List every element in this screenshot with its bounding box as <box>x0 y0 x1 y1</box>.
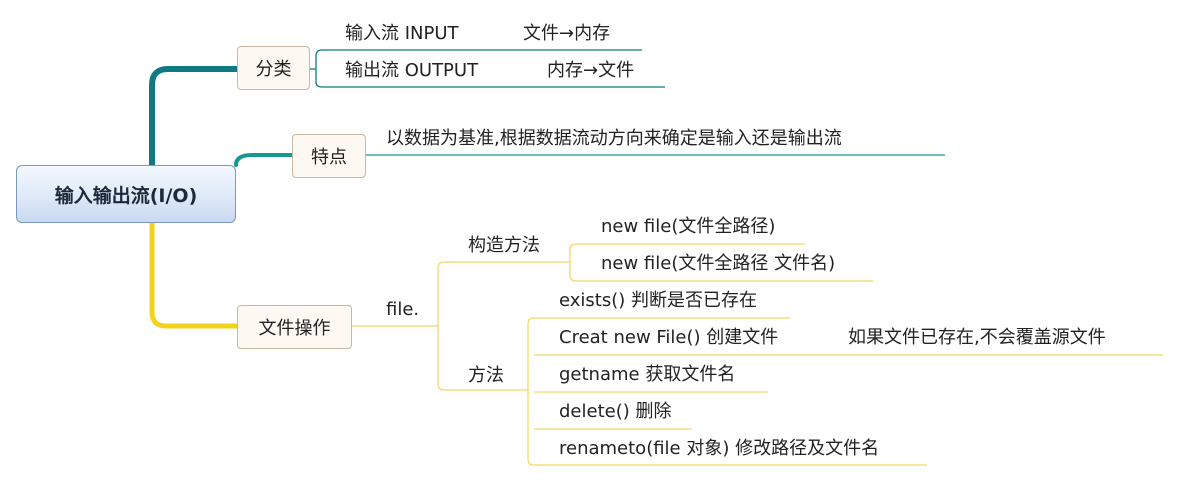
file-bracket <box>437 261 445 391</box>
classify-item-output[interactable]: 输出流 OUTPUT <box>345 60 479 81</box>
method-item-renameto[interactable]: renameto(file 对象) 修改路径及文件名 <box>559 438 880 459</box>
classify-item-input[interactable]: 输入流 INPUT <box>345 23 459 44</box>
method-item-delete[interactable]: delete() 删除 <box>559 401 672 422</box>
methods-bracket <box>527 317 535 466</box>
root-topic[interactable]: 输入输出流(I/O) <box>16 165 236 223</box>
feature-item[interactable]: 以数据为基准,根据数据流动方向来确定是输入还是输出流 <box>386 128 842 149</box>
branch-line-feature <box>234 153 294 167</box>
topic-file-ops[interactable]: 文件操作 <box>237 305 352 349</box>
method-item-getname[interactable]: getname 获取文件名 <box>559 364 736 385</box>
method-item-create[interactable]: Creat new File() 创建文件 <box>559 327 779 348</box>
topic-classify-label: 分类 <box>255 59 292 80</box>
constructor-item-2[interactable]: new file(文件全路径 文件名) <box>601 253 836 274</box>
topic-feature-label: 特点 <box>311 147 347 168</box>
classify-item-input-note[interactable]: 文件→内存 <box>523 23 611 44</box>
constructor-label[interactable]: 构造方法 <box>468 235 540 256</box>
topic-feature[interactable]: 特点 <box>292 134 366 178</box>
method-create-note[interactable]: 如果文件已存在,不会覆盖源文件 <box>848 327 1106 348</box>
file-ops-sub[interactable]: file. <box>386 299 420 320</box>
topic-file-ops-label: 文件操作 <box>258 318 331 339</box>
root-topic-label: 输入输出流(I/O) <box>54 184 198 207</box>
methods-label[interactable]: 方法 <box>468 365 504 386</box>
branch-line-classify <box>149 66 240 168</box>
branch-line-file-ops <box>149 220 240 329</box>
classify-bracket <box>310 49 323 88</box>
constructor-item-1[interactable]: new file(文件全路径) <box>601 216 776 237</box>
constructor-bracket <box>569 243 577 282</box>
method-item-exists[interactable]: exists() 判断是否已存在 <box>559 290 757 311</box>
classify-item-output-note[interactable]: 内存→文件 <box>547 60 635 81</box>
topic-classify[interactable]: 分类 <box>237 46 310 90</box>
